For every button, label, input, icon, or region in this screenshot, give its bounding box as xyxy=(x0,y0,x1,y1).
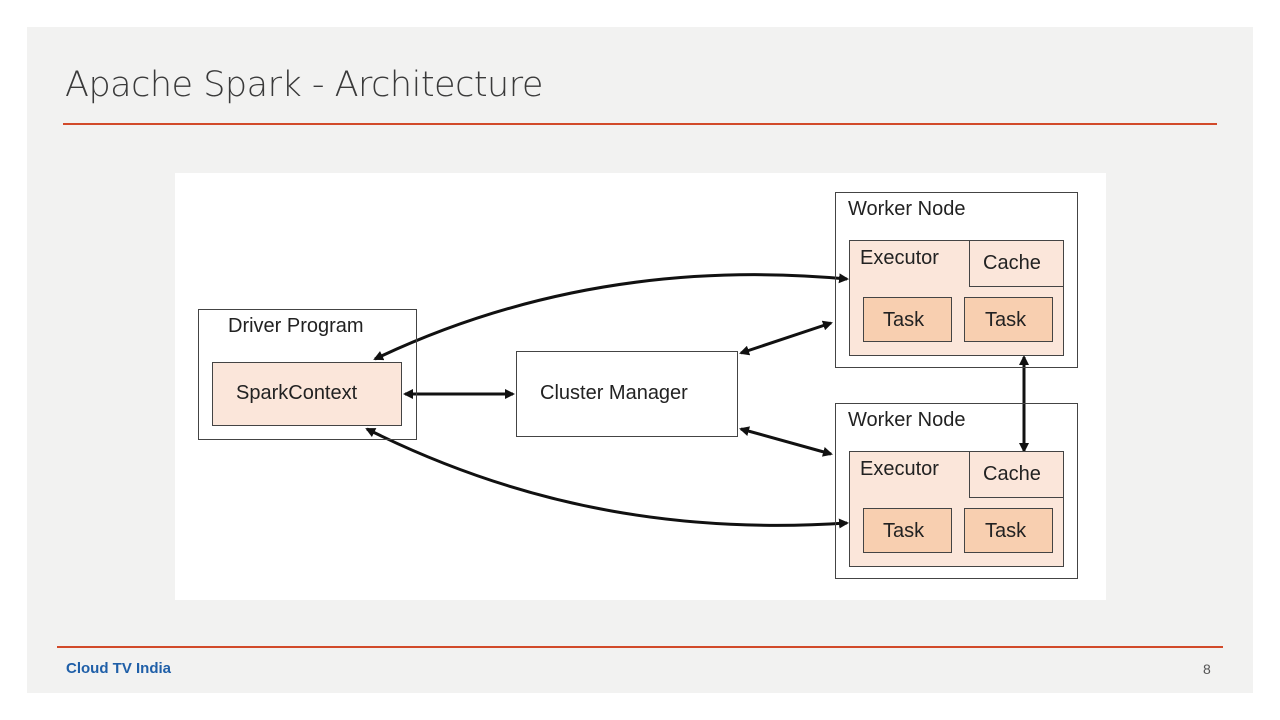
cache-label: Cache xyxy=(983,463,1041,485)
worker-node-label: Worker Node xyxy=(848,198,966,220)
task-label: Task xyxy=(883,309,925,331)
executor-label: Executor xyxy=(860,247,939,269)
cache-box xyxy=(969,240,1064,287)
task-box xyxy=(863,297,952,342)
spark-context-box xyxy=(212,362,402,426)
worker-node-box xyxy=(835,403,1078,579)
driver-program-label: Driver Program xyxy=(228,315,364,337)
cluster-manager-box xyxy=(516,351,738,437)
task-box xyxy=(964,297,1053,342)
arrow-context-worker1 xyxy=(373,273,849,361)
connection-arrows xyxy=(365,273,1029,529)
arrow-context-worker2 xyxy=(365,427,849,529)
arrow-manager-worker2 xyxy=(739,426,833,457)
footer-brand: Cloud TV India xyxy=(66,660,171,677)
task-box xyxy=(863,508,952,553)
page-number: 8 xyxy=(1203,661,1211,677)
task-label: Task xyxy=(985,520,1027,542)
slide: Apache Spark - Architecture Driver Progr… xyxy=(27,27,1253,693)
task-label: Task xyxy=(985,309,1027,331)
spark-context-label: SparkContext xyxy=(236,382,358,404)
worker-node-label: Worker Node xyxy=(848,409,966,431)
task-box xyxy=(964,508,1053,553)
cluster-manager-label: Cluster Manager xyxy=(540,382,688,404)
architecture-diagram: Driver Program SparkContext Cluster Mana… xyxy=(175,173,1106,600)
worker-node-box xyxy=(835,192,1078,368)
footer-rule xyxy=(57,646,1223,648)
cache-box xyxy=(969,451,1064,498)
executor-label: Executor xyxy=(860,458,939,480)
arrow-manager-worker1 xyxy=(739,320,833,356)
task-label: Task xyxy=(883,520,925,542)
cache-label: Cache xyxy=(983,252,1041,274)
slide-title: Apache Spark - Architecture xyxy=(65,65,543,105)
title-underline xyxy=(63,123,1217,125)
driver-program-box xyxy=(198,309,417,440)
